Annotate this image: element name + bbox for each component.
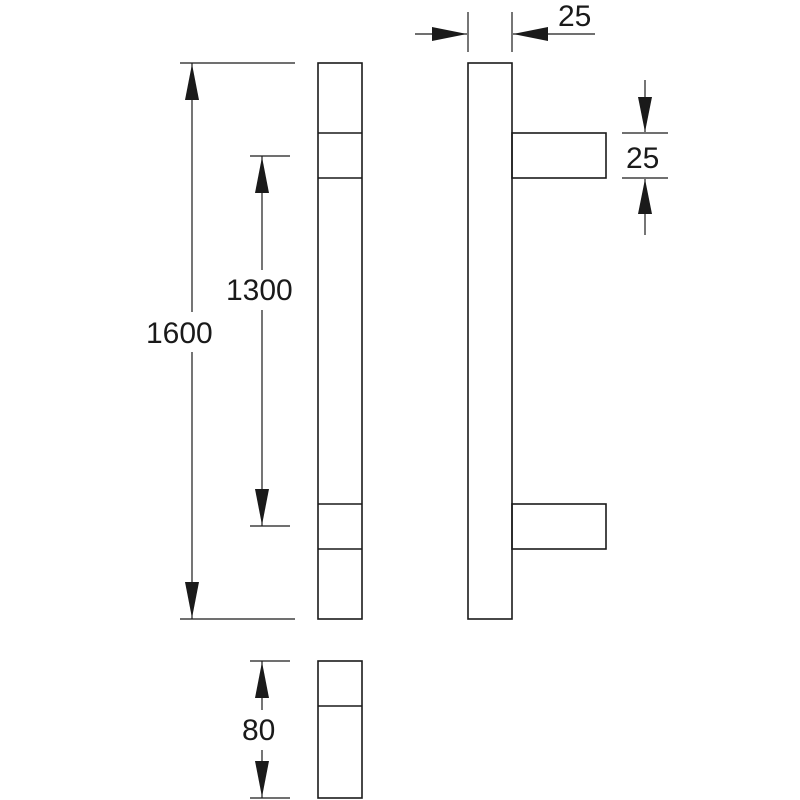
bar-width-label: 25 (558, 0, 591, 33)
overall-length-label: 1600 (146, 317, 213, 350)
standoff-width-arrow-top (638, 97, 652, 132)
bar-width-arrow-right (513, 27, 548, 41)
bar-depth-dimension: 80 (238, 660, 290, 799)
center-distance-dimension: 1300 (222, 155, 304, 527)
section-view (317, 660, 363, 799)
front-view-bar (317, 62, 363, 620)
standoff-width-dimension: 25 (622, 80, 668, 235)
section-view-bar (317, 660, 363, 799)
bar-width-dimension: 25 (415, 0, 595, 52)
side-view-bottom-standoff (511, 503, 607, 550)
bar-depth-label: 80 (242, 714, 275, 747)
front-view (317, 62, 363, 620)
standoff-width-arrow-bottom (638, 179, 652, 214)
side-view-bar (467, 62, 513, 620)
overall-length-dimension: 1600 (140, 62, 295, 620)
center-distance-arrow-top (255, 157, 269, 193)
bar-width-arrow-left (432, 27, 467, 41)
overall-length-label-bg (140, 312, 224, 352)
bar-depth-label-bg (238, 710, 286, 750)
side-view-top-standoff (511, 132, 607, 179)
center-distance-arrow-bottom (255, 489, 269, 525)
bar-depth-arrow-top (255, 662, 269, 698)
center-distance-label-bg (222, 270, 304, 310)
side-view (467, 62, 607, 620)
standoff-width-label: 25 (626, 142, 659, 175)
bar-depth-arrow-bottom (255, 761, 269, 797)
center-distance-label: 1300 (226, 274, 293, 307)
overall-length-arrow-top (185, 64, 199, 100)
overall-length-arrow-bottom (185, 582, 199, 618)
